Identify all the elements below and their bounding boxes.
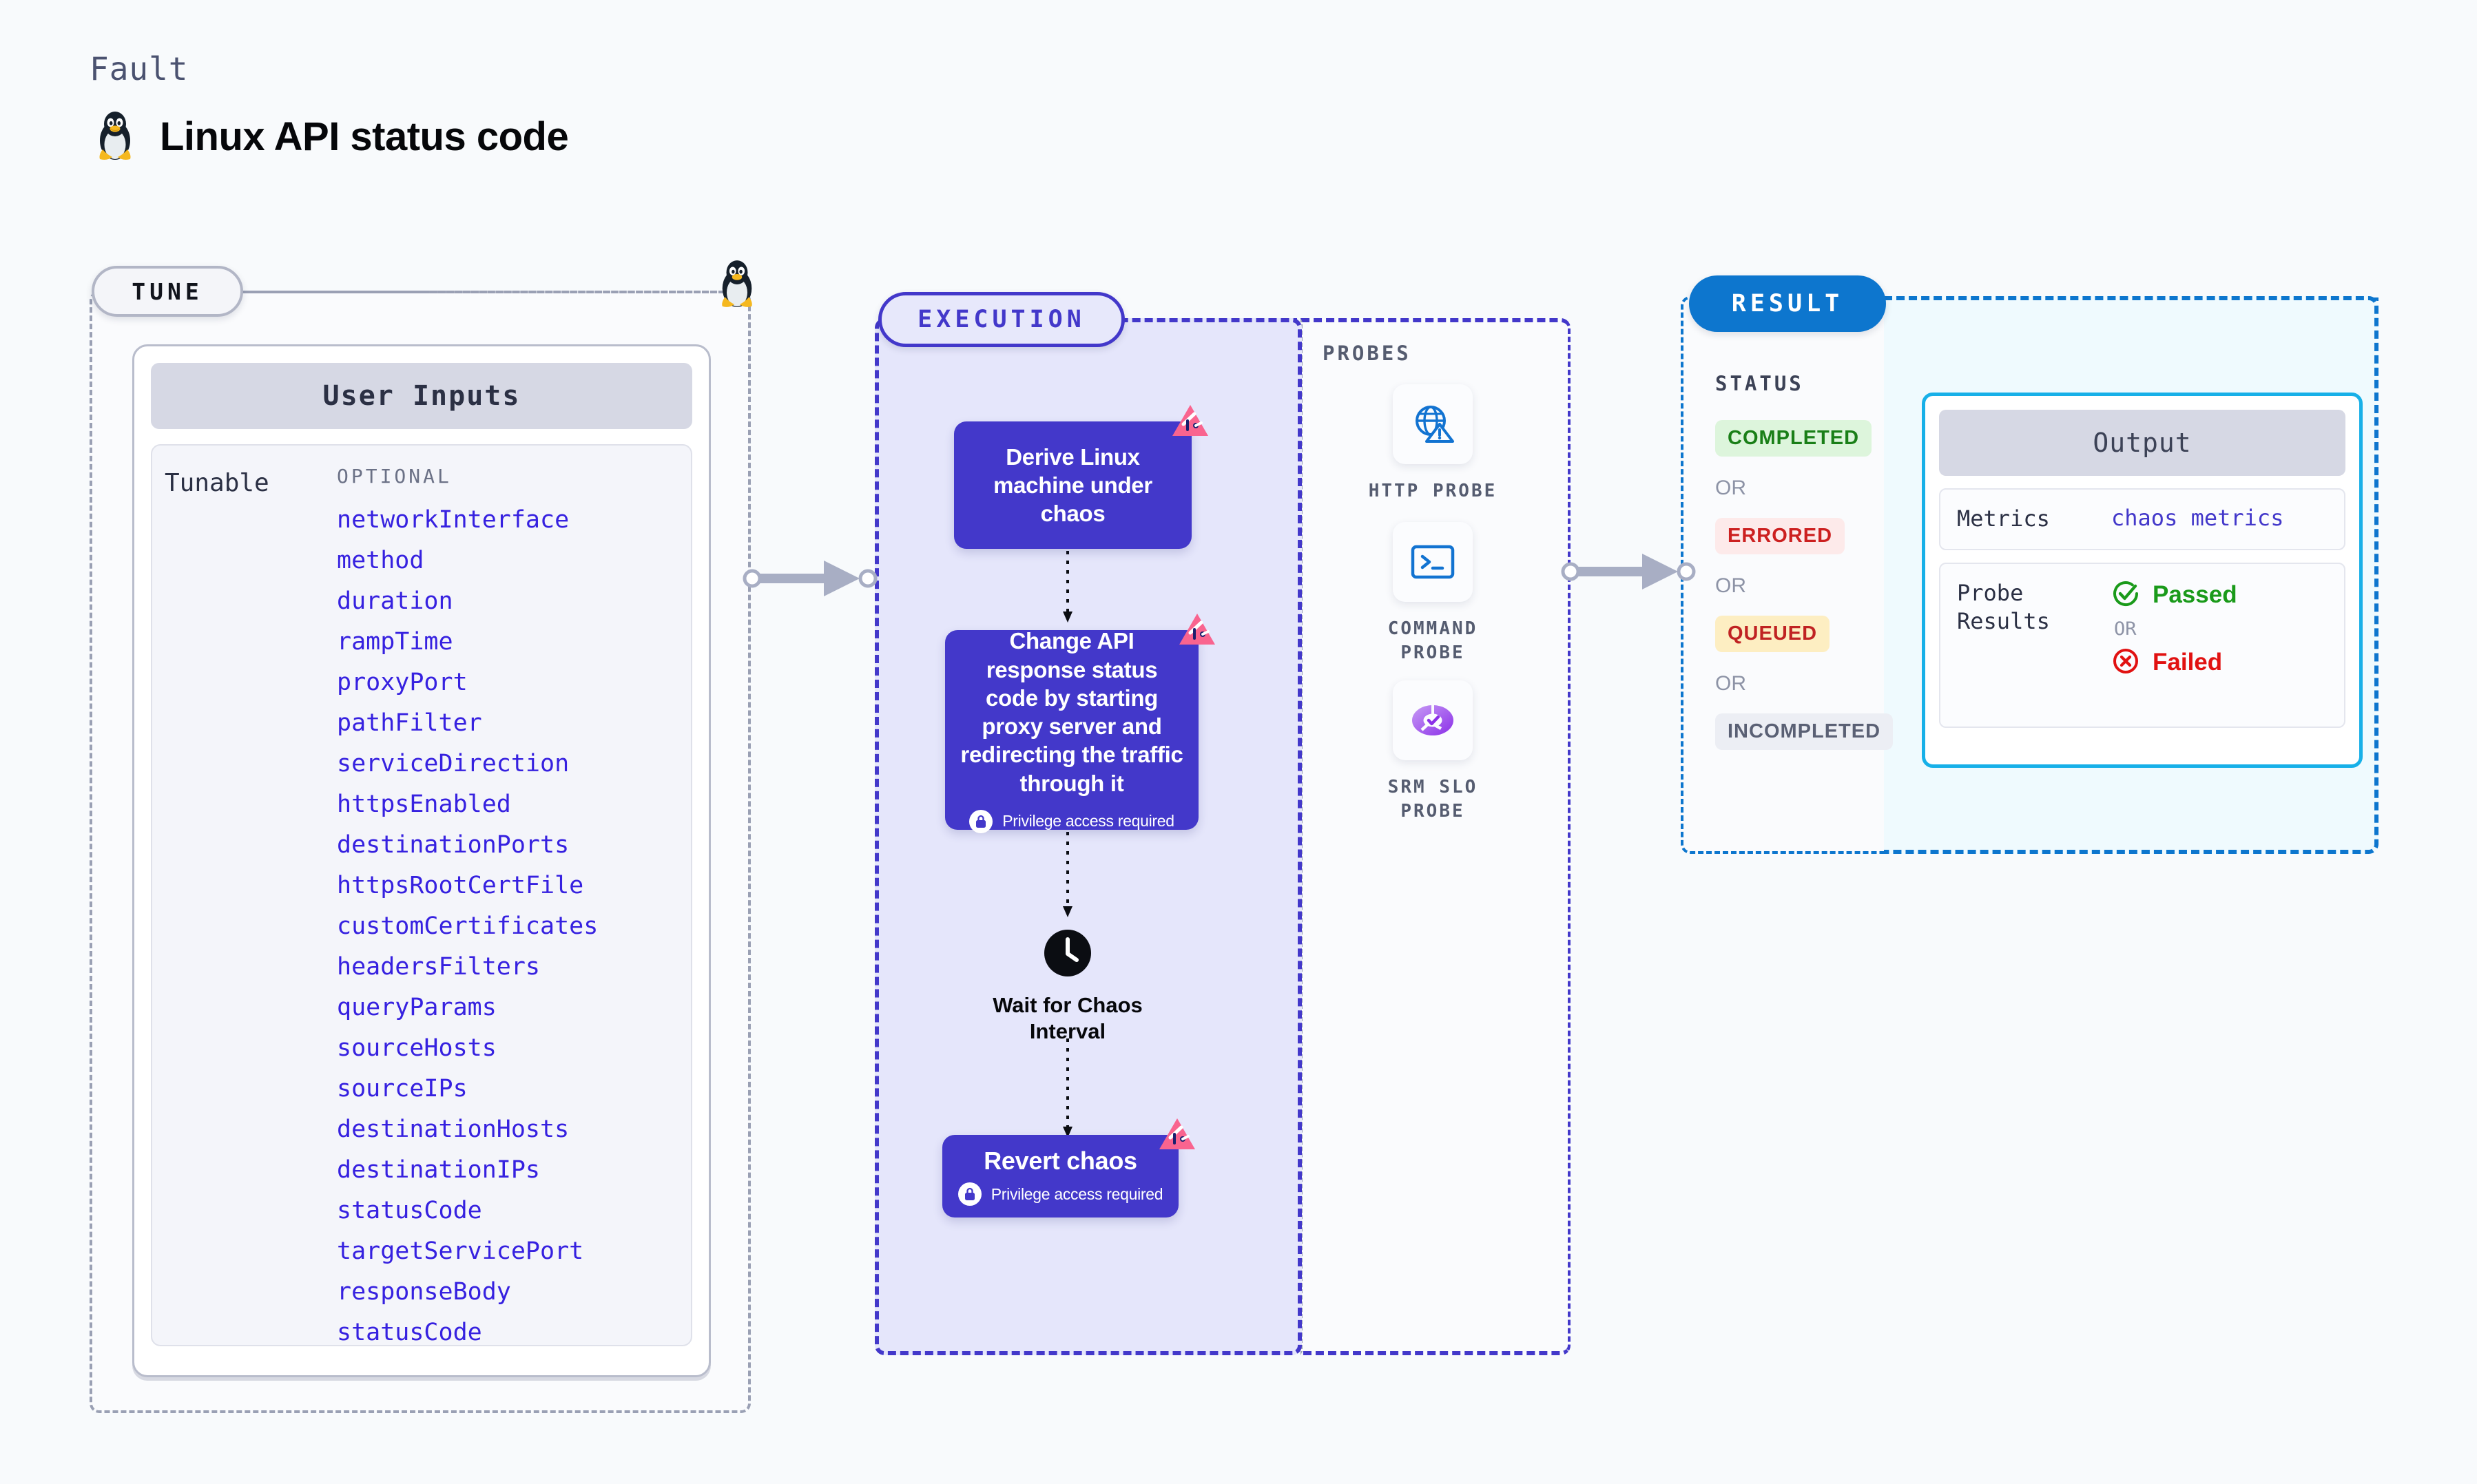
flow-arrow-2 bbox=[1061, 832, 1075, 925]
tunable-param[interactable]: queryParams bbox=[337, 994, 497, 1021]
tune-rail bbox=[243, 291, 725, 293]
execution-node-2-label: Change API response status code by start… bbox=[960, 628, 1183, 796]
slo-donut-check-icon bbox=[1393, 680, 1473, 760]
lock-icon bbox=[969, 809, 993, 833]
probe-result-failed-label: Failed bbox=[2153, 649, 2223, 676]
probe-result-passed: Passed bbox=[2111, 579, 2237, 612]
probes-title: PROBES bbox=[1323, 342, 1411, 365]
status-badge-queued: QUEUED bbox=[1715, 616, 1830, 652]
optional-section-label: OPTIONAL bbox=[337, 465, 452, 488]
lock-icon bbox=[957, 1182, 982, 1206]
execution-node-1-label: Derive Linux machine under chaos bbox=[993, 443, 1152, 527]
probe-srm-slo-label: SRM SLO PROBE bbox=[1387, 777, 1478, 822]
execution-node-revert[interactable]: Revert chaos Privilege access required bbox=[942, 1118, 1195, 1217]
stage-badge-result[interactable]: RESULT bbox=[1689, 275, 1886, 332]
user-inputs-card: User Inputs Tunable OPTIONAL networkInte… bbox=[132, 344, 711, 1377]
tunable-param[interactable]: proxyPort bbox=[337, 669, 468, 696]
execution-node-2-privilege-label: Privilege access required bbox=[1002, 812, 1174, 830]
user-inputs-body: Tunable OPTIONAL networkInterface method d… bbox=[151, 444, 692, 1346]
chaos-badge-icon bbox=[1178, 612, 1216, 654]
status-badge-completed: COMPLETED bbox=[1715, 420, 1872, 457]
status-or-2: OR bbox=[1715, 574, 1746, 597]
tunable-param[interactable]: httpsEnabled bbox=[337, 791, 511, 818]
output-probe-results-row: Probe Results Passed OR bbox=[1939, 562, 2345, 728]
status-badge-errored: ERRORED bbox=[1715, 518, 1845, 554]
probe-command[interactable]: COMMAND PROBE bbox=[1354, 522, 1512, 665]
execution-node-1[interactable]: Derive Linux machine under chaos bbox=[954, 405, 1208, 549]
execution-node-revert-label: Revert chaos bbox=[984, 1147, 1137, 1175]
globe-warning-icon bbox=[1393, 384, 1473, 464]
result-status-title: STATUS bbox=[1715, 372, 1804, 395]
stage-badge-tune[interactable]: TUNE bbox=[92, 266, 243, 317]
output-metrics-row: Metrics chaos metrics bbox=[1939, 488, 2345, 550]
status-badge-incompleted: INCOMPLETED bbox=[1715, 713, 1894, 750]
tunable-param[interactable]: httpsRootCertFile bbox=[337, 872, 584, 899]
probe-result-or: OR bbox=[2114, 618, 2137, 640]
tunable-params-list: OPTIONAL networkInterface method duration r… bbox=[337, 465, 684, 1345]
tunable-param[interactable]: targetServicePort bbox=[337, 1237, 584, 1265]
tunable-param[interactable]: serviceDirection bbox=[337, 750, 570, 777]
tunable-param[interactable]: destinationIPs bbox=[337, 1156, 541, 1184]
connector-tune-to-execution bbox=[743, 551, 880, 609]
probe-command-label: COMMAND PROBE bbox=[1387, 618, 1478, 664]
output-title: Output bbox=[1939, 410, 2345, 476]
tunable-group-label: Tunable bbox=[165, 469, 269, 497]
user-inputs-title: User Inputs bbox=[151, 363, 692, 429]
chaos-badge-icon bbox=[1158, 1117, 1196, 1159]
tunable-param[interactable]: headersFilters bbox=[337, 953, 541, 981]
probe-result-passed-label: Passed bbox=[2153, 581, 2237, 609]
flow-arrow-3 bbox=[1061, 1038, 1075, 1145]
terminal-icon bbox=[1393, 522, 1473, 602]
tunable-param[interactable]: destinationPorts bbox=[337, 831, 570, 859]
status-or-1: OR bbox=[1715, 477, 1746, 499]
probe-http[interactable]: HTTP PROBE bbox=[1354, 384, 1512, 503]
execution-node-2[interactable]: Change API response status code by start… bbox=[945, 614, 1215, 833]
connector-execution-to-result bbox=[1561, 544, 1699, 603]
output-probe-results-values: Passed OR Failed bbox=[2111, 579, 2237, 711]
status-or-3: OR bbox=[1715, 672, 1746, 695]
chaos-badge-icon bbox=[1171, 404, 1210, 446]
execution-node-revert-privilege-label: Privilege access required bbox=[991, 1184, 1163, 1203]
execution-node-revert-privilege: Privilege access required bbox=[957, 1182, 1163, 1206]
stage-badge-execution[interactable]: EXECUTION bbox=[878, 292, 1125, 347]
probe-http-label: HTTP PROBE bbox=[1368, 481, 1497, 501]
linux-penguin-icon bbox=[94, 110, 136, 163]
output-probe-results-key: Probe Results bbox=[1957, 579, 2050, 635]
probes-panel bbox=[1300, 318, 1571, 1355]
tunable-param[interactable]: duration bbox=[337, 587, 453, 615]
x-circle-icon bbox=[2111, 647, 2140, 679]
fault-kicker: Fault bbox=[90, 50, 189, 87]
flow-arrow-1 bbox=[1061, 551, 1075, 630]
tunable-param[interactable]: responseBody bbox=[337, 1278, 511, 1306]
tunable-param[interactable]: customCertificates bbox=[337, 912, 599, 940]
tunable-param[interactable]: rampTime bbox=[337, 628, 453, 656]
page-title: Linux API status code bbox=[160, 114, 569, 159]
check-circle-icon bbox=[2111, 579, 2140, 612]
output-card: Output Metrics chaos metrics Probe Resul… bbox=[1922, 393, 2363, 768]
tunable-param[interactable]: sourceHosts bbox=[337, 1034, 497, 1062]
page-title-row: Linux API status code bbox=[94, 110, 569, 163]
output-metrics-value[interactable]: chaos metrics bbox=[2111, 505, 2284, 531]
execution-node-wait[interactable]: Wait for Chaos Interval bbox=[971, 928, 1164, 1045]
clock-icon bbox=[1043, 928, 1092, 981]
tunable-param[interactable]: method bbox=[337, 547, 424, 574]
execution-node-2-privilege: Privilege access required bbox=[969, 809, 1174, 833]
tunable-param[interactable]: destinationHosts bbox=[337, 1116, 570, 1143]
tunable-param[interactable]: statusCode bbox=[337, 1197, 482, 1224]
execution-node-wait-label: Wait for Chaos Interval bbox=[993, 993, 1143, 1043]
tunable-param[interactable]: networkInterface bbox=[337, 506, 570, 534]
tunable-param[interactable]: pathFilter bbox=[337, 709, 482, 737]
tunable-param[interactable]: sourceIPs bbox=[337, 1075, 468, 1102]
tunable-param[interactable]: statusCode bbox=[337, 1319, 482, 1346]
probe-srm-slo[interactable]: SRM SLO PROBE bbox=[1354, 680, 1512, 824]
linux-penguin-marker-icon bbox=[716, 259, 758, 313]
probe-result-failed: Failed bbox=[2111, 647, 2237, 679]
result-status-panel bbox=[1681, 296, 1886, 854]
output-metrics-key: Metrics bbox=[1957, 505, 2050, 532]
